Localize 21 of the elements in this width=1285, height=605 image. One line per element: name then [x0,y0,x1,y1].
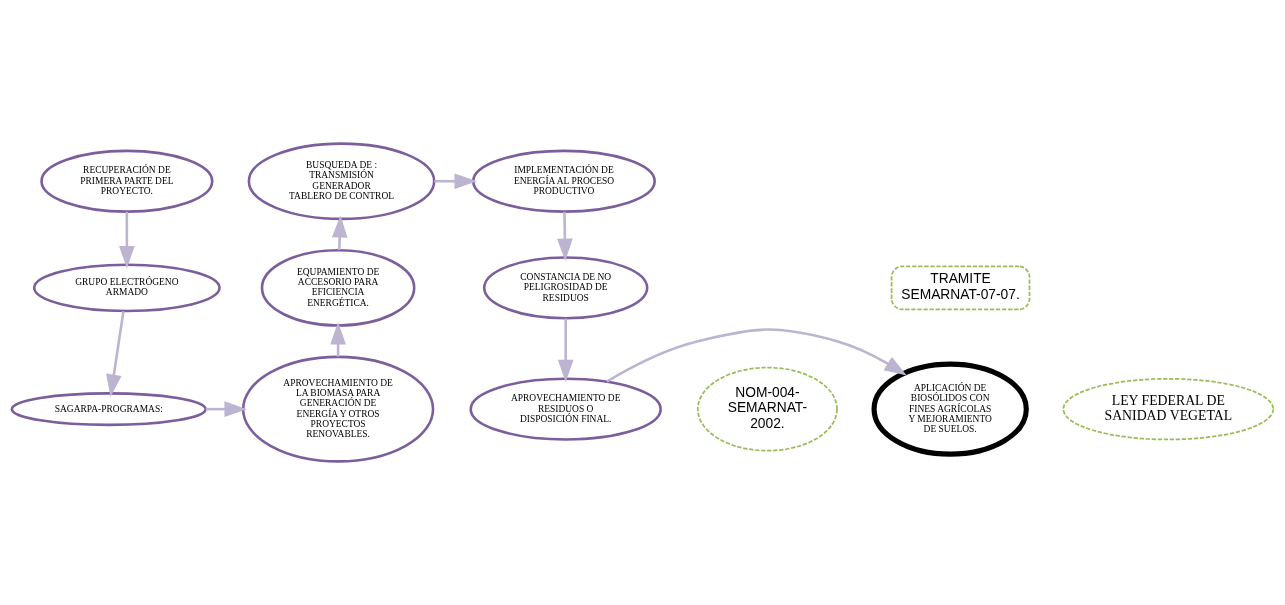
arrow [557,318,574,383]
node-ellipse: EQUPAMIENTO DE ACCESORIO PARA EFICIENCIA ENERGÉTICA. [260,248,416,327]
node-ellipse: APROVECHAMIENTO DE RESIDUOS O DISPOSICIÓN FINAL. [469,377,662,441]
node-ellipse: SAGARPA-PROGRAMAS: [10,392,207,427]
arrow [331,215,348,251]
node-ellipse: CONSTANCIA DE NO PELIGROSIDAD DE RESIDUOS [482,256,649,320]
arrow [119,211,135,269]
node-ellipse: APLICACIÓN DE BIOSÓLIDOS CON FINES AGRÍCOLAS Y MEJORAMIENTO DE SUELOS. [871,361,1029,457]
node-ellipse: GRUPO ELECTRÓGENO ARMADO [32,263,221,313]
node-box: TRAMITE SEMARNAT-07-07. [890,265,1031,311]
node-ellipse: LEY FEDERAL DE SANIDAD VEGETAL [1062,377,1275,441]
node-ellipse: APROVECHAMIENTO DE LA BIOMASA PARA GENERACIÓN DE ENERGÍA Y OTROS PROYECTOS RENOVABLES. [241,355,435,463]
node-ellipse: BUSQUEDA DE : TRANSMISIÓN GENERADOR TABLERO DE CONTROL [247,142,436,221]
arrow [557,211,573,262]
arrow [434,173,477,190]
arrow [205,401,247,417]
node-ellipse: IMPLEMENTACIÓN DE ENERGÍA AL PROCESO PRODUCTIVO [471,149,656,213]
arrow [106,311,125,397]
node-ellipse: RECUPERACIÓN DE PRIMERA PARTE DEL PROYECTO. [40,149,214,213]
arrow [606,328,907,383]
node-ellipse: NOM-004-SEMARNAT-2002. [696,366,838,452]
